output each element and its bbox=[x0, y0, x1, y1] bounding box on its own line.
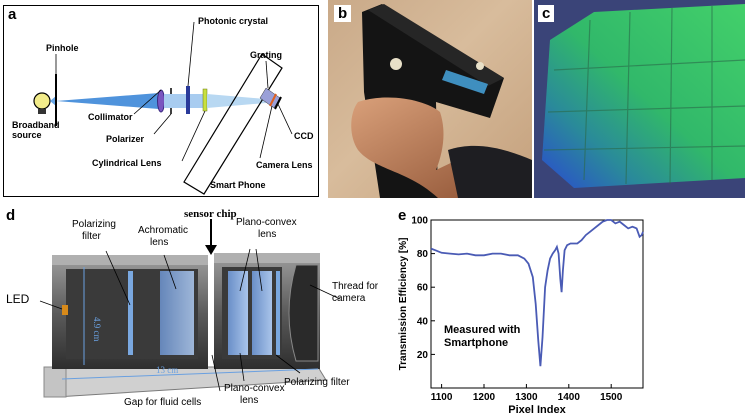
collimator-lens bbox=[157, 89, 165, 113]
lpft-1: Polarizing bbox=[72, 219, 116, 230]
label-broadband-line1: Broadband bbox=[12, 120, 60, 130]
x-tick-label: 1300 bbox=[515, 392, 538, 403]
label-broadband-source: Broadband source bbox=[12, 120, 62, 140]
y-axis-label: Transmission Efficiency [%] bbox=[398, 238, 409, 371]
y-tick-label: 60 bbox=[417, 283, 429, 294]
optical-setup-diagram: Pinhole Photonic crystal Grating Collima… bbox=[12, 16, 314, 195]
x-tick-label: 1100 bbox=[431, 392, 453, 403]
panel-c-label: c bbox=[538, 5, 555, 22]
right-housing-top bbox=[214, 253, 320, 263]
panel-e: 20 40 60 80 100 1100 1200 1300 1400 1500 Measure… bbox=[392, 205, 745, 416]
label-led: LED bbox=[6, 292, 30, 306]
device-knob-1 bbox=[390, 58, 402, 70]
label-cylindrical-lens: Cylindrical Lens bbox=[92, 158, 162, 168]
annotation-line-1: Measured with bbox=[444, 324, 521, 336]
grid-lines bbox=[543, 6, 745, 185]
x-tick-label: 1400 bbox=[558, 392, 581, 403]
lpct-1: Plano-convex bbox=[236, 217, 297, 228]
panel-d: sensor chip Polarizing filter Achromatic… bbox=[0, 205, 390, 416]
lth-1: Thread for bbox=[332, 281, 379, 292]
panel-a: Pinhole Photonic crystal Grating Collima… bbox=[3, 5, 319, 197]
collimated-beam bbox=[164, 94, 204, 108]
label-achromatic-lens: Achromatic lens bbox=[138, 225, 191, 248]
plano-convex-lens-2 bbox=[252, 271, 272, 355]
camera-lens bbox=[269, 93, 277, 107]
label-camera-lens: Camera Lens bbox=[256, 160, 313, 170]
camera-thread bbox=[288, 264, 319, 362]
bulb-base bbox=[38, 109, 46, 114]
left-housing-top bbox=[52, 255, 208, 265]
device-knob-2 bbox=[476, 62, 484, 70]
light-beam-2 bbox=[56, 93, 159, 109]
spectrum-band bbox=[542, 4, 745, 188]
panel-e-label: e bbox=[398, 207, 407, 224]
cad-device-diagram: sensor chip Polarizing filter Achromatic… bbox=[6, 208, 381, 408]
y-tick-label: 40 bbox=[417, 316, 429, 327]
label-gap: Gap for fluid cells bbox=[124, 397, 201, 408]
label-thread: Thread for camera bbox=[332, 281, 381, 304]
y-tick-label: 80 bbox=[417, 249, 429, 260]
series-line bbox=[430, 219, 644, 367]
polarizing-filter-top bbox=[128, 271, 133, 355]
light-beam-3 bbox=[207, 94, 266, 108]
label-grating: Grating bbox=[250, 50, 282, 60]
label-plano-convex-bottom: Plano-convex lens bbox=[224, 383, 287, 406]
lpft-2: filter bbox=[82, 231, 102, 242]
panel-c: c bbox=[534, 0, 745, 198]
base-block bbox=[43, 366, 67, 398]
label-polarizing-filter-top: Polarizing filter bbox=[72, 219, 119, 242]
ccd bbox=[274, 96, 282, 110]
device-top-face bbox=[368, 4, 504, 86]
plot-area bbox=[430, 219, 644, 389]
chart-annotation: Measured with Smartphone bbox=[444, 324, 523, 349]
lal-1: Achromatic bbox=[138, 225, 188, 236]
smartphone-spectrum-image bbox=[534, 0, 745, 198]
label-collimator: Collimator bbox=[88, 112, 133, 122]
y-tick-label: 100 bbox=[411, 216, 428, 227]
lpct-2: lens bbox=[258, 229, 276, 240]
phone-screen bbox=[442, 70, 488, 94]
label-plano-convex-top: Plano-convex lens bbox=[236, 217, 299, 240]
label-length: 13 cm bbox=[156, 365, 178, 375]
label-pinhole: Pinhole bbox=[46, 43, 79, 53]
label-ccd: CCD bbox=[294, 131, 314, 141]
x-tick-label: 1500 bbox=[600, 392, 623, 403]
label-polarizing-filter-bottom: Polarizing filter bbox=[284, 377, 350, 388]
y-tick-label: 20 bbox=[417, 350, 429, 361]
label-sensor-chip: sensor chip bbox=[184, 208, 237, 220]
label-smart-phone: Smart Phone bbox=[210, 180, 266, 190]
hand-wrist bbox=[448, 145, 532, 198]
label-height: 4.9 cm bbox=[92, 317, 102, 342]
panel-d-label: d bbox=[6, 207, 16, 224]
sensor-chip-arrowhead bbox=[205, 245, 217, 255]
panel-b-label: b bbox=[334, 5, 352, 22]
annotation-line-2: Smartphone bbox=[444, 337, 508, 349]
label-broadband-line2: source bbox=[12, 130, 42, 140]
handheld-device-photo bbox=[351, 4, 532, 198]
label-photonic-crystal: Photonic crystal bbox=[198, 16, 268, 26]
lth-2: camera bbox=[332, 293, 366, 304]
panel-a-label: a bbox=[4, 6, 21, 23]
transmission-chart: 20 40 60 80 100 1100 1200 1300 1400 1500 Measure… bbox=[398, 216, 644, 416]
smart-phone-outline bbox=[183, 53, 283, 195]
lal-2: lens bbox=[150, 237, 168, 248]
panel-b: b bbox=[328, 0, 532, 198]
length-dimension bbox=[61, 368, 319, 380]
bulb-icon bbox=[33, 92, 51, 110]
polarizing-filter-bottom bbox=[276, 271, 280, 355]
achromatic-lens bbox=[160, 271, 194, 355]
led-marker bbox=[62, 305, 68, 315]
cylindrical-lens bbox=[202, 88, 208, 112]
x-tick-label: 1200 bbox=[473, 392, 496, 403]
lpcb-2: lens bbox=[240, 395, 258, 406]
plano-convex-lens-1 bbox=[228, 271, 248, 355]
light-beam-1 bbox=[50, 96, 56, 106]
photonic-crystal bbox=[186, 86, 190, 114]
x-axis-label: Pixel Index bbox=[508, 404, 566, 416]
label-polarizer: Polarizer bbox=[106, 134, 145, 144]
lpcb-1: Plano-convex bbox=[224, 383, 285, 394]
